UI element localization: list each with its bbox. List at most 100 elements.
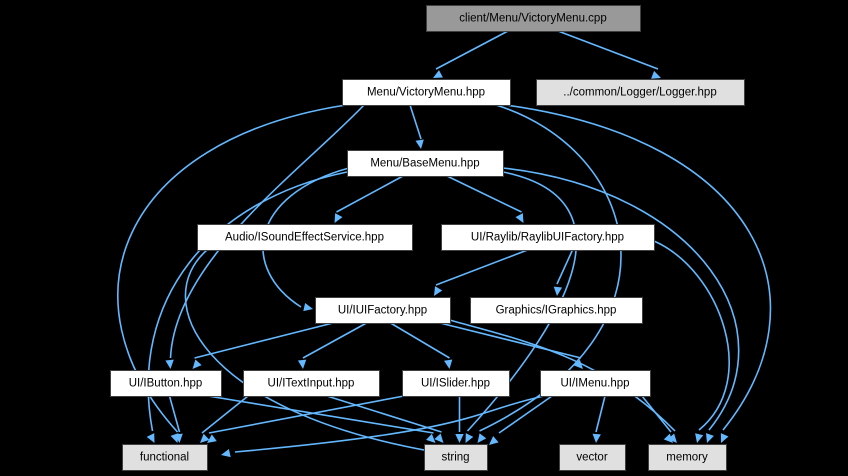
edge-arrowhead xyxy=(663,433,673,443)
edge-iuifactory-memory xyxy=(445,318,676,432)
edge-raylibui-iuifactory xyxy=(435,249,528,286)
node-box[interactable] xyxy=(342,79,511,106)
edge-arrowhead xyxy=(192,359,202,369)
edge-imenu-memory xyxy=(641,395,672,433)
edge-itextinput-functional xyxy=(201,395,249,434)
node-box[interactable] xyxy=(347,150,504,177)
edge-basemenu-raylibui xyxy=(446,175,522,213)
node-label: memory xyxy=(666,452,708,464)
edge-arrowhead xyxy=(667,433,677,443)
edge-root-logger xyxy=(557,30,659,70)
edge-victorymenu-ibutton xyxy=(169,104,365,359)
node-label: string xyxy=(441,452,469,464)
edge-arrowhead xyxy=(553,286,563,296)
node-box[interactable] xyxy=(559,444,626,471)
node-imenu[interactable]: UI/IMenu.hpp xyxy=(540,370,651,397)
node-label: ../common/Logger/Logger.hpp xyxy=(563,87,716,99)
node-box[interactable] xyxy=(470,297,643,324)
node-box[interactable] xyxy=(110,370,222,397)
edge-imenu-functional xyxy=(234,395,545,453)
edge-arrowhead xyxy=(695,433,704,443)
edge-raylibui-memory xyxy=(653,240,730,431)
node-box[interactable] xyxy=(122,444,208,471)
node-isound[interactable]: Audio/ISoundEffectService.hpp xyxy=(197,224,413,251)
edge-arrowhead xyxy=(334,213,343,223)
node-label: UI/IButton.hpp xyxy=(129,378,203,390)
edge-arrowhead xyxy=(146,433,155,443)
node-iuifactory[interactable]: UI/IUIFactory.hpp xyxy=(315,297,451,324)
node-vector[interactable]: vector xyxy=(559,444,626,471)
node-itextinput[interactable]: UI/ITextInput.hpp xyxy=(243,370,380,397)
edge-basemenu-isound xyxy=(336,175,404,213)
edge-arrowhead xyxy=(415,139,424,149)
node-box[interactable] xyxy=(315,297,451,324)
edge-arrowhead xyxy=(221,448,231,458)
edge-victorymenu-basemenu xyxy=(409,104,422,140)
node-igraphics[interactable]: Graphics/IGraphics.hpp xyxy=(470,297,643,324)
node-label: UI/IMenu.hpp xyxy=(560,378,629,390)
node-label: UI/Raylib/RaylibUIFactory.hpp xyxy=(471,232,624,244)
node-label: UI/IUIFactory.hpp xyxy=(338,305,427,317)
edge-arrowhead xyxy=(573,359,583,369)
edge-arrowhead xyxy=(706,433,714,443)
node-box[interactable] xyxy=(243,370,380,397)
node-islider[interactable]: UI/ISlider.hpp xyxy=(402,370,510,397)
node-logger[interactable]: ../common/Logger/Logger.hpp xyxy=(536,79,745,106)
node-root[interactable]: client/Menu/VictoryMenu.cpp xyxy=(426,5,641,32)
node-raylibui[interactable]: UI/Raylib/RaylibUIFactory.hpp xyxy=(441,224,655,251)
node-label: Graphics/IGraphics.hpp xyxy=(496,305,617,317)
node-memory[interactable]: memory xyxy=(648,444,727,471)
edge-arrowhead xyxy=(515,213,524,223)
node-box[interactable] xyxy=(540,370,651,397)
edge-ibutton-functional xyxy=(168,395,181,433)
edge-iuifactory-imenu xyxy=(439,322,582,359)
node-label: functional xyxy=(140,452,189,464)
edge-arrowhead xyxy=(434,286,443,296)
edge-iuifactory-itextinput xyxy=(302,322,367,359)
edge-iuifactory-islider xyxy=(390,322,450,359)
edge-arrowhead xyxy=(651,70,661,79)
node-label: Audio/ISoundEffectService.hpp xyxy=(225,232,384,244)
edge-arrowhead xyxy=(489,435,499,445)
edge-arrowhead xyxy=(434,433,444,443)
edge-ibutton-string xyxy=(207,395,434,434)
edge-arrowhead xyxy=(455,434,464,443)
edge-arrowhead xyxy=(477,433,487,443)
edge-imenu-vector xyxy=(595,395,606,433)
node-box[interactable] xyxy=(402,370,510,397)
node-string[interactable]: string xyxy=(424,444,488,471)
node-box[interactable] xyxy=(197,224,413,251)
edge-arrowhead xyxy=(720,433,729,443)
node-label: UI/ISlider.hpp xyxy=(421,378,490,390)
node-label: client/Menu/VictoryMenu.cpp xyxy=(459,13,606,25)
node-label: Menu/VictoryMenu.hpp xyxy=(367,87,485,99)
node-layer: client/Menu/VictoryMenu.cppMenu/VictoryM… xyxy=(110,5,745,471)
edge-arrowhead xyxy=(444,359,453,369)
edge-victorymenu-memory xyxy=(505,104,772,431)
edge-arrowhead xyxy=(297,359,307,369)
node-box[interactable] xyxy=(441,224,655,251)
node-basemenu[interactable]: Menu/BaseMenu.hpp xyxy=(347,150,504,177)
edge-imenu-string xyxy=(498,395,553,434)
edge-arrowhead xyxy=(200,433,210,443)
node-label: UI/ITextInput.hpp xyxy=(268,378,355,390)
node-label: vector xyxy=(576,452,607,464)
node-label: Menu/BaseMenu.hpp xyxy=(370,158,479,170)
node-box[interactable] xyxy=(648,444,727,471)
edge-arrowhead xyxy=(165,359,174,369)
edge-arrowhead xyxy=(303,302,313,312)
edge-arrowhead xyxy=(426,433,436,443)
node-functional[interactable]: functional xyxy=(122,444,208,471)
node-ibutton[interactable]: UI/IButton.hpp xyxy=(110,370,222,397)
edge-iuifactory-ibutton xyxy=(194,322,334,359)
node-victorymenu[interactable]: Menu/VictoryMenu.hpp xyxy=(342,79,511,106)
node-box[interactable] xyxy=(424,444,488,471)
edge-arrowhead xyxy=(207,434,217,443)
edge-arrowhead xyxy=(174,433,183,443)
node-box[interactable] xyxy=(426,5,641,32)
edge-arrowhead xyxy=(465,433,474,443)
edge-root-victorymenu xyxy=(435,30,509,70)
node-box[interactable] xyxy=(536,79,745,106)
